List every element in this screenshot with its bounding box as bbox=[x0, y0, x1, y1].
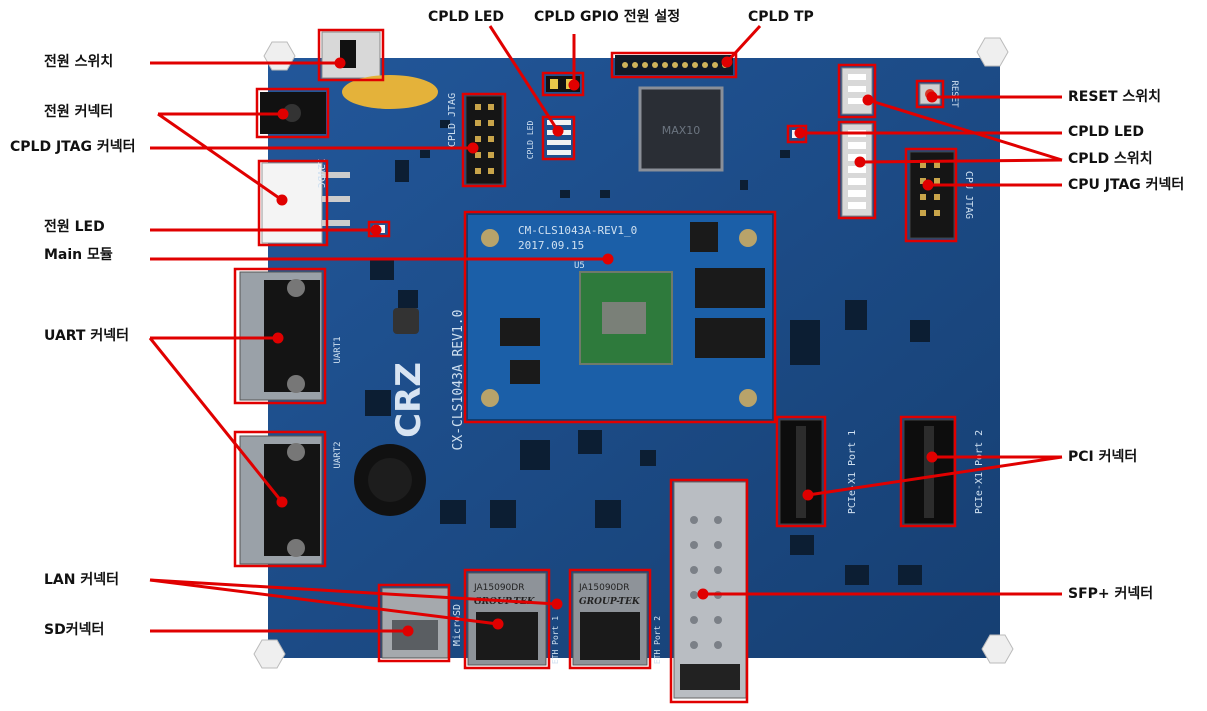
box-cpld-jtag bbox=[461, 92, 507, 188]
ddr-chip-1 bbox=[695, 268, 765, 308]
annotation-boxes bbox=[233, 28, 958, 704]
box-reset bbox=[915, 79, 945, 109]
box-gpio bbox=[541, 71, 585, 97]
silk-cpu-jtag: CPU JTAG bbox=[963, 171, 974, 219]
silk-pcie2: PCIe-X1 Port 2 bbox=[974, 430, 985, 514]
label-cpld-jtag: CPLD JTAG 커넥터 bbox=[10, 139, 136, 155]
box-main-module bbox=[463, 210, 777, 424]
flash-chip bbox=[690, 222, 718, 252]
leader-lines bbox=[148, 24, 1063, 637]
silk-uart1: UART1 bbox=[333, 336, 343, 363]
label-power-connector: 전원 커넥터 bbox=[44, 104, 114, 120]
box-rj45-2 bbox=[568, 568, 652, 670]
standoff-bottom-right bbox=[981, 634, 1014, 664]
label-cpld-led-right: CPLD LED bbox=[1068, 124, 1145, 140]
small-components bbox=[365, 120, 930, 585]
box-cpld-switch-large bbox=[837, 120, 877, 220]
box-cpu-jtag bbox=[904, 147, 958, 243]
silk-cpld-led: CPLD LED bbox=[526, 121, 535, 160]
box-uart2 bbox=[233, 430, 327, 568]
cpu-jtag-header bbox=[909, 151, 955, 239]
box-pcie1 bbox=[775, 415, 827, 528]
yellow-capacitor bbox=[342, 75, 438, 109]
silk-uart2: UART2 bbox=[333, 441, 343, 468]
label-reset: RESET 스위치 bbox=[1068, 89, 1162, 105]
label-sd: SD커넥터 bbox=[44, 622, 105, 638]
rj45-2-brand: GROUP-TEK bbox=[579, 597, 641, 607]
box-power-terminal bbox=[257, 159, 329, 247]
silk-pcie1: PCIe-X1 Port 1 bbox=[847, 430, 858, 514]
rj45-2-part: JA15090DR bbox=[578, 583, 629, 593]
silk-eth1: ETH Port 1 bbox=[551, 616, 560, 664]
silk-module-date: 2017.09.15 bbox=[518, 239, 584, 252]
rj45-1-part: JA15090DR bbox=[473, 583, 524, 593]
cpld-chip bbox=[638, 86, 724, 172]
label-cpld-tp: CPLD TP bbox=[748, 9, 814, 25]
label-lan: LAN 커넥터 bbox=[44, 572, 119, 588]
silk-cpld-chip: MAX10 bbox=[662, 124, 701, 137]
silk-cpld-jtag: CPLD JTAG bbox=[447, 93, 458, 147]
ddr-chip-2 bbox=[695, 318, 765, 358]
box-cpld-tp bbox=[610, 51, 738, 79]
silk-reset: RESET bbox=[949, 80, 959, 108]
label-sfp: SFP+ 커넥터 bbox=[1068, 586, 1154, 602]
box-sfp bbox=[669, 478, 749, 704]
label-power-led: 전원 LED bbox=[44, 219, 105, 235]
silk-microsd: MicroSD bbox=[452, 604, 463, 646]
box-microsd bbox=[377, 583, 451, 663]
box-power-switch bbox=[317, 28, 385, 82]
box-cpld-led bbox=[541, 115, 576, 161]
silk-u5: U5 bbox=[574, 261, 585, 271]
label-uart: UART 커넥터 bbox=[44, 328, 129, 344]
label-cpu-jtag: CPU JTAG 커넥터 bbox=[1068, 177, 1185, 193]
label-cpld-switch: CPLD 스위치 bbox=[1068, 151, 1153, 167]
label-power-switch: 전원 스위치 bbox=[44, 54, 114, 70]
label-pci: PCI 커넥터 bbox=[1068, 449, 1138, 465]
cpld-jtag-header bbox=[465, 95, 503, 185]
inductor bbox=[393, 308, 419, 334]
label-main-module: Main 모듈 bbox=[44, 247, 113, 263]
box-uart1 bbox=[233, 267, 327, 405]
silk-board-name: CX-CLS1043A_REV1.0 bbox=[451, 310, 466, 451]
silk-module-name: CM-CLS1043A-REV1_0 bbox=[518, 224, 637, 237]
board-logo: CRZ bbox=[389, 362, 429, 438]
silk-eth2: ETH Port 2 bbox=[653, 616, 662, 664]
box-cpld-switch-small bbox=[837, 63, 877, 119]
silk-12vdc: 12VDC bbox=[315, 158, 326, 188]
label-cpld-led-top: CPLD LED bbox=[428, 9, 505, 25]
sfp-cage bbox=[673, 481, 747, 699]
standoff-bottom-left bbox=[253, 639, 286, 669]
standoff-top-right bbox=[976, 37, 1009, 67]
label-cpld-gpio: CPLD GPIO 전원 설정 bbox=[534, 9, 681, 25]
